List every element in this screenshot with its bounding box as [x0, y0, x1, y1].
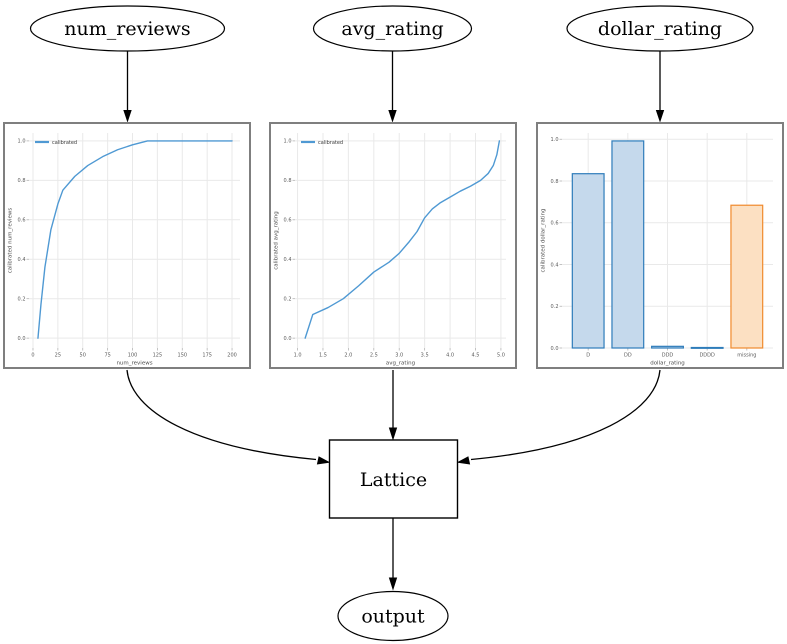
- chart-text: D: [586, 353, 590, 359]
- chart-text: missing: [737, 353, 756, 359]
- tick-marks: [559, 138, 748, 351]
- legend: calibrated: [35, 140, 77, 146]
- chart-text: 125: [153, 353, 163, 359]
- bar-missing: [730, 204, 764, 349]
- node-avg-rating: avg_rating: [312, 5, 473, 52]
- chart-text: 50: [80, 353, 86, 359]
- tick-marks: [26, 140, 233, 351]
- chart-text: 4.5: [472, 353, 480, 359]
- bar-DDDD: [690, 346, 724, 349]
- chart-text: 0.2: [284, 296, 292, 302]
- bars: [571, 140, 764, 349]
- chart-text: num_reviews: [116, 361, 152, 367]
- output-label: output: [361, 606, 425, 628]
- arrowhead-icon: [388, 427, 398, 441]
- tick-marks: [292, 140, 502, 351]
- chart-text: 2.0: [344, 353, 352, 359]
- chart-text: DDDD: [699, 353, 715, 359]
- arrowhead-icon: [655, 110, 665, 123]
- edge-plot1-to-lattice: [126, 369, 331, 465]
- chart-text: avg_rating: [386, 361, 415, 367]
- chart-text: 1.5: [319, 353, 327, 359]
- chart-text: 0.8: [551, 179, 559, 185]
- arrowhead-icon: [388, 577, 398, 591]
- avg-rating-label: avg_rating: [341, 18, 443, 40]
- chart-text: dollar_rating: [650, 361, 685, 367]
- node-output: output: [337, 590, 449, 642]
- chart-text: 0.0: [18, 336, 26, 342]
- chart-text: 0.4: [284, 257, 292, 263]
- arrowhead-icon: [123, 110, 132, 123]
- chart-text: 0.4: [18, 257, 26, 263]
- chart-text: 0.6: [18, 218, 26, 224]
- legend: calibrated: [301, 140, 343, 146]
- chart-text: 1.0: [551, 137, 559, 143]
- chart-text: 0.6: [284, 218, 292, 224]
- chart-text: DD: [624, 353, 632, 359]
- gridlines: [295, 133, 506, 348]
- arrowhead-icon: [388, 110, 397, 123]
- dollar-rating-label: dollar_rating: [598, 18, 722, 40]
- chart-text: 5.0: [497, 353, 505, 359]
- edge-plot3-to-lattice: [456, 369, 661, 465]
- node-lattice: Lattice: [328, 439, 459, 519]
- chart-text: 0.2: [18, 296, 26, 302]
- node-dollar-rating: dollar_rating: [566, 5, 754, 52]
- calibration-plot-avg-rating: calibrated 1.0 1.5 2.0 2.5 3.0 3.5 4.0 4.5 5.0 0.0…: [269, 122, 517, 369]
- calibration-curve: [304, 140, 501, 339]
- calibration-plot-num-reviews: calibrated 0 25 50 75 100 125 150 175 200 0.0 0.2 0.…: [3, 122, 251, 369]
- edge-num-reviews-to-plot: [123, 51, 132, 123]
- chart-text: calibrated: [52, 140, 77, 146]
- chart-text: 0.0: [551, 346, 559, 352]
- chart-text: 200: [227, 353, 237, 359]
- chart-text: 3.5: [421, 353, 429, 359]
- chart-text: 175: [202, 353, 212, 359]
- bar-D: [571, 173, 605, 349]
- chart-text: calibrated avg_rating: [274, 211, 280, 270]
- output-ellipse: [337, 590, 449, 642]
- chart-text: 4.0: [446, 353, 454, 359]
- bar-DDD: [651, 345, 684, 349]
- edge-dollar-rating-to-plot: [655, 51, 665, 123]
- arrowhead-icon: [316, 456, 331, 465]
- edge-line: [470, 369, 661, 461]
- num-reviews-label: num_reviews: [64, 18, 190, 40]
- arrowhead-icon: [456, 456, 471, 465]
- bar-DD: [611, 140, 645, 349]
- edge-lattice-to-output: [388, 518, 398, 591]
- edge-line: [126, 369, 317, 461]
- edge-avg-rating-to-plot: [388, 51, 397, 123]
- chart-text: calibrated num_reviews: [8, 208, 14, 274]
- chart-text: 0.6: [551, 221, 559, 227]
- chart-text: 0.8: [284, 178, 292, 184]
- calibration-curve: [37, 140, 233, 339]
- lattice-label: Lattice: [360, 469, 427, 491]
- chart-text: 0: [31, 353, 34, 359]
- chart-text: 2.5: [370, 353, 378, 359]
- chart-text: 150: [178, 353, 188, 359]
- edge-plot2-to-lattice: [388, 370, 398, 441]
- chart-text: 0.0: [284, 336, 292, 342]
- chart-text: 0.8: [18, 178, 26, 184]
- chart-text: 1.0: [294, 353, 302, 359]
- chart-text: 75: [104, 353, 110, 359]
- chart-text: 1.0: [284, 139, 292, 145]
- chart-text: 3.0: [395, 353, 403, 359]
- chart-text: 1.0: [18, 139, 26, 145]
- chart-text: 0.2: [551, 304, 559, 310]
- chart-text: 0.4: [551, 262, 559, 268]
- chart-text: calibrated: [318, 140, 343, 146]
- lattice-box: [328, 439, 459, 519]
- chart-text: 25: [55, 353, 61, 359]
- chart-text: DDD: [662, 353, 674, 359]
- chart-text: 100: [128, 353, 138, 359]
- chart-text: calibrated dollar_rating: [541, 209, 547, 273]
- node-num-reviews: num_reviews: [29, 5, 226, 52]
